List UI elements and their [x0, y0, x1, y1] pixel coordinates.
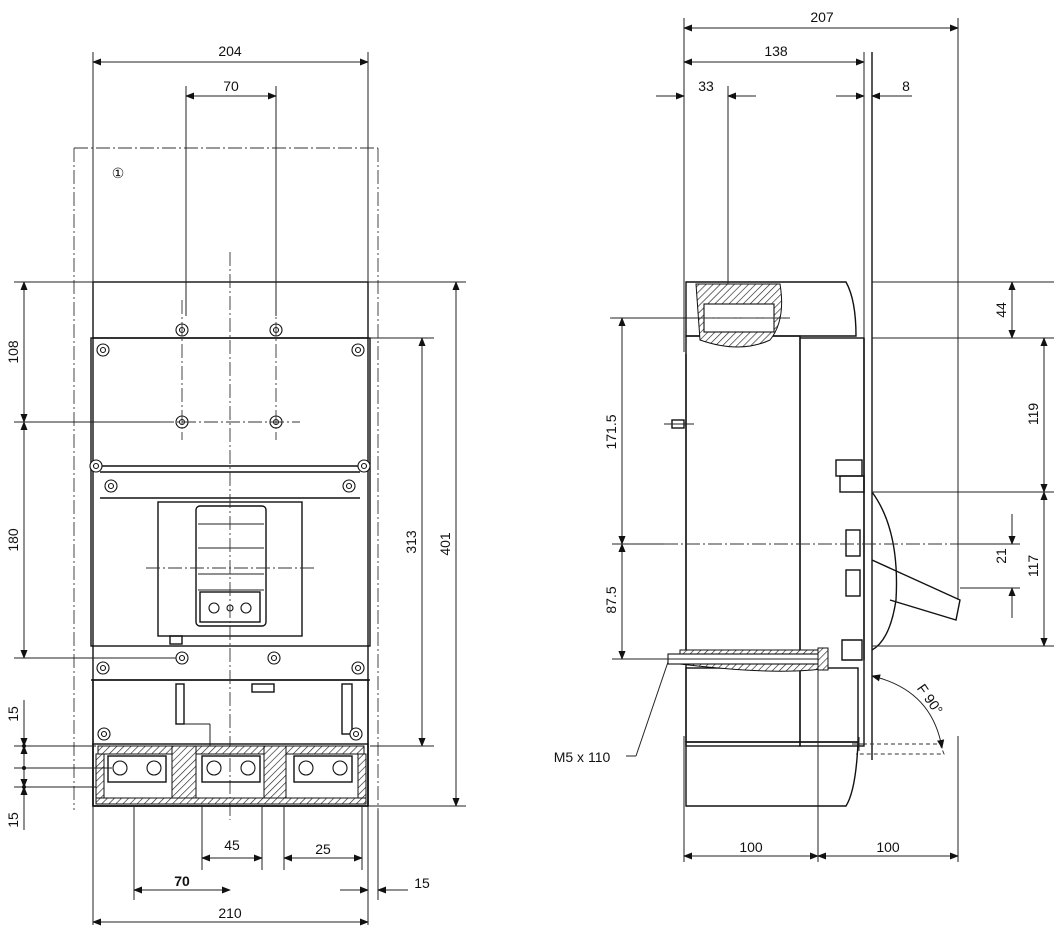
installation-envelope [73, 147, 379, 810]
side-body [664, 52, 961, 807]
dim-171-5: 171.5 [603, 414, 619, 449]
dim-33: 33 [698, 78, 714, 94]
front-view: ① [5, 43, 466, 926]
dim-8: 8 [902, 78, 910, 94]
dim-180: 180 [5, 528, 21, 552]
callout-marker: ① [112, 165, 125, 181]
dim-87-5: 87.5 [603, 586, 619, 613]
dim-119: 119 [1025, 403, 1041, 426]
terminal-block [92, 743, 369, 807]
dim-70-top: 70 [223, 78, 239, 94]
dim-204: 204 [218, 43, 242, 59]
front-dimension-labels: 204 70 108 180 15 15 313 401 45 25 70 15… [5, 43, 453, 921]
dim-15-lower: 15 [5, 812, 21, 828]
dim-15-upper: 15 [5, 706, 21, 722]
side-dimension-labels: 207 138 33 8 44 119 171.5 21 117 87.5 10… [554, 9, 1041, 855]
dim-15-edge: 15 [414, 875, 430, 891]
side-dimension-lines [618, 24, 1048, 860]
dim-45: 45 [224, 837, 240, 853]
mounting-screws [89, 323, 371, 741]
handle-angle-label: F 90° [914, 681, 946, 718]
breaker-body [90, 281, 371, 807]
dim-70-bottom: 70 [174, 873, 190, 889]
dim-108: 108 [5, 340, 21, 364]
dim-100-right: 100 [876, 839, 900, 855]
side-hidden-features [852, 737, 945, 755]
callout-text: ① [112, 165, 125, 181]
dim-401: 401 [437, 532, 453, 556]
dim-138: 138 [764, 43, 788, 59]
dim-44: 44 [993, 302, 1009, 318]
side-view: 207 138 33 8 44 119 171.5 21 117 87.5 10… [554, 9, 1054, 862]
dim-210: 210 [218, 905, 242, 921]
screw-callout: M5 x 110 [554, 749, 611, 765]
dim-207: 207 [810, 9, 834, 25]
dim-117: 117 [1025, 555, 1041, 578]
dim-21: 21 [993, 548, 1009, 564]
dim-100-left: 100 [739, 839, 763, 855]
dim-25: 25 [315, 841, 331, 857]
front-extension-lines [14, 52, 466, 925]
side-centerlines [610, 317, 960, 545]
dim-313: 313 [403, 530, 419, 554]
side-extension-lines [612, 18, 1054, 862]
front-centerlines [146, 252, 316, 820]
side-sections [660, 283, 829, 672]
front-dimension-lines [20, 58, 460, 926]
